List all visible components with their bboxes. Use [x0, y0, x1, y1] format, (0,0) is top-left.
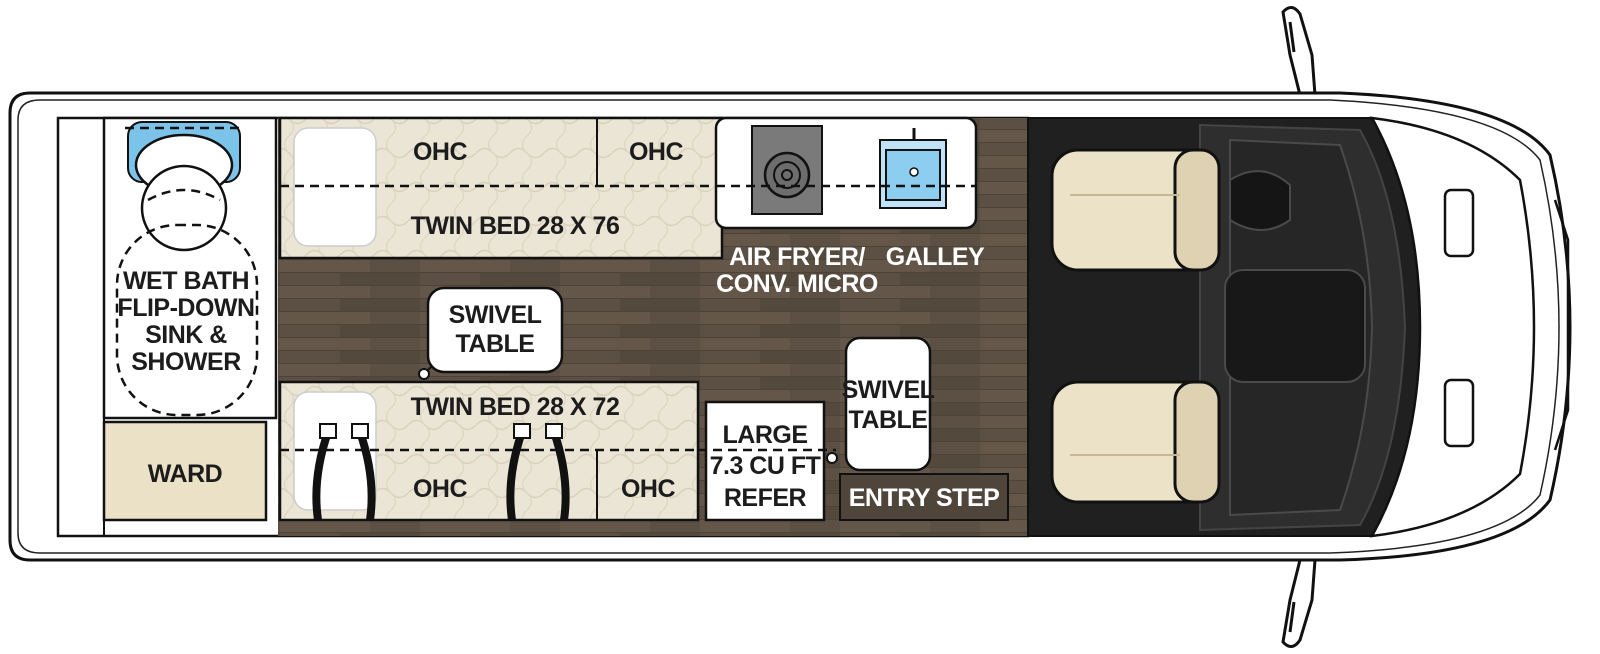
- sink-icon: [879, 128, 947, 209]
- wet-bath-label-2: FLIP-DOWN: [117, 294, 254, 322]
- seatbelt-icon-right: [506, 423, 570, 521]
- air-fryer-icon: [751, 125, 823, 215]
- swivel-table-left-label-1: SWIVEL: [449, 301, 542, 329]
- twin-bed-lower-label: TWIN BED 28 X 72: [411, 393, 620, 421]
- twin-bed-upper-label: TWIN BED 28 X 76: [411, 212, 620, 240]
- air-fryer-label-2: CONV. MICRO: [716, 270, 878, 298]
- wet-bath: WET BATH FLIP-DOWN SINK & SHOWER: [102, 116, 278, 420]
- ohc-rear-right-label: OHC: [621, 475, 676, 503]
- swivel-table-left: SWIVEL TABLE: [418, 286, 564, 380]
- swivel-table-right: SWIVEL TABLE: [842, 336, 935, 472]
- twin-bed-upper: OHC OHC TWIN BED 28 X 76: [278, 116, 724, 260]
- side-mirror-top: [1281, 6, 1317, 97]
- wet-bath-label-4: SHOWER: [131, 348, 241, 376]
- side-mirror-bottom: [1281, 558, 1317, 648]
- wet-bath-label-1: WET BATH: [123, 267, 249, 295]
- refrigerator: LARGE 7.3 CU FT REFER: [698, 400, 838, 522]
- driver-seat: [1050, 148, 1221, 272]
- swivel-table-left-label-2: TABLE: [456, 330, 535, 358]
- seatbelt-icon-left: [312, 423, 376, 521]
- entry-step-label: ENTRY STEP: [849, 484, 1000, 512]
- wardrobe: WARD: [102, 420, 268, 522]
- swivel-table-right-label-1: SWIVEL: [842, 376, 935, 404]
- refer-label-1: LARGE: [723, 421, 808, 449]
- galley-counter: [714, 116, 978, 230]
- ohc-rear-left-label: OHC: [413, 475, 468, 503]
- refer-label-2: 7.3 CU FT: [710, 452, 821, 480]
- toilet-icon: [134, 133, 234, 252]
- refer-label-3: REFER: [724, 484, 807, 512]
- ohc-front-left-label: OHC: [413, 138, 468, 166]
- ohc-front-right-label: OHC: [629, 138, 684, 166]
- air-fryer-label-1: AIR FRYER/: [729, 243, 865, 271]
- swivel-table-right-label-2: TABLE: [849, 406, 928, 434]
- entry-step: ENTRY STEP: [839, 473, 1009, 521]
- galley-label: GALLEY: [886, 243, 985, 271]
- ward-label: WARD: [148, 460, 222, 488]
- passenger-seat: [1050, 380, 1221, 504]
- twin-bed-lower: TWIN BED 28 X 72 OHC OHC: [278, 380, 700, 522]
- wet-bath-label-3: SINK &: [145, 321, 227, 349]
